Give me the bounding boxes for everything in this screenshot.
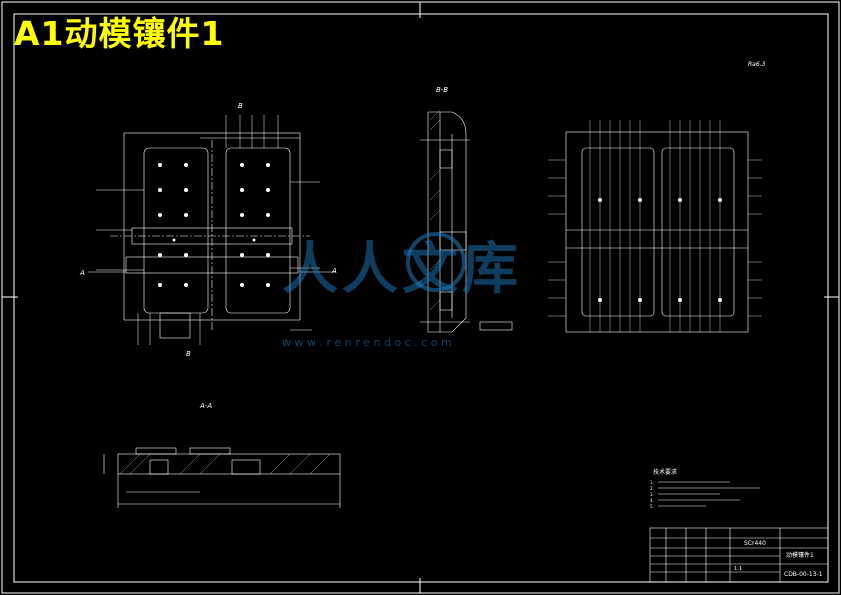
tech-requirements-strokes — [658, 481, 760, 507]
roughness-note: Ra6.3 — [748, 61, 766, 68]
title-block — [649, 527, 829, 583]
elevation-view-holes — [598, 198, 722, 302]
elevation-view — [565, 131, 749, 333]
section-aa-view — [103, 447, 341, 508]
tech-requirement-line: 5. — [650, 504, 654, 509]
watermark-url: w w w . r e n r e n d o c . c o m — [282, 336, 452, 349]
section-aa-hatch — [119, 453, 331, 475]
elevation-view-lines — [548, 120, 762, 332]
title-block-drawing-no: CDB-00-13-1 — [784, 571, 823, 578]
section-bb-hatch — [429, 109, 441, 311]
plan-view-dimension-ticks — [137, 115, 279, 345]
section-aa-label: A-A — [199, 402, 212, 410]
section-b-marker-top: B — [238, 102, 243, 110]
tech-requirement-line: 2. — [650, 486, 654, 491]
watermark-logo-icon — [406, 232, 466, 292]
inner-border — [13, 13, 829, 583]
watermark-text: 人人文库 — [282, 237, 522, 302]
tech-requirements-list: 1. 2. 3. 4. 5. — [650, 480, 654, 509]
tech-requirement-line: 4. — [650, 498, 654, 503]
title-block-material: SCr440 — [744, 540, 766, 547]
title-block-part-name: 动模镶件1 — [786, 551, 814, 559]
section-a-marker-right: A — [331, 267, 337, 275]
section-b-marker-bottom: B — [186, 350, 191, 358]
section-a-marker-left: A — [79, 269, 85, 277]
drawing-title: A1动模镶件1 — [14, 14, 225, 53]
watermark: 人人文库 w w w . r e n r e n d o c . c o m — [282, 232, 522, 349]
plan-view-holes — [158, 163, 270, 287]
tech-requirement-line: 1. — [650, 480, 654, 485]
title-block-scale: 1:1 — [734, 566, 742, 572]
plan-view — [88, 132, 336, 339]
tech-requirements-heading: 技术要求 — [653, 468, 677, 476]
section-bb-label: B-B — [436, 86, 448, 94]
tech-requirement-line: 3. — [650, 492, 654, 497]
